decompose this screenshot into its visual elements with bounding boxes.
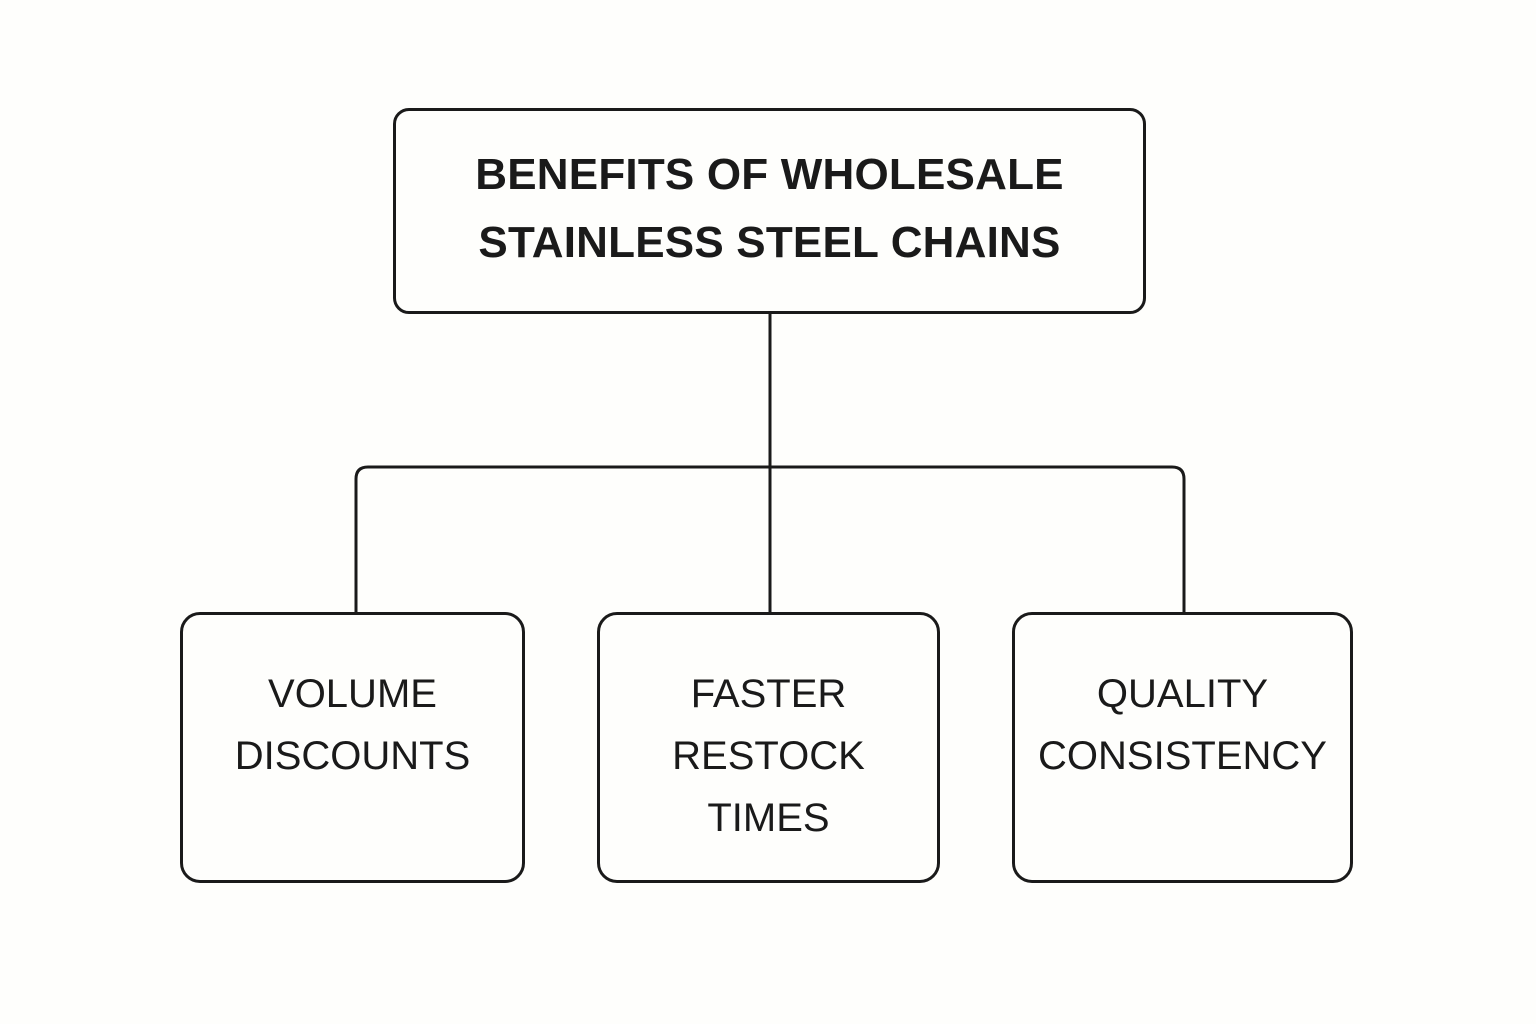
connector-bus-right	[770, 465, 1186, 612]
child-node-label-volume-discounts: VOLUME DISCOUNTS	[234, 672, 471, 778]
child-node-label-faster-restock-times: FASTER RESTOCK TIMES	[672, 672, 865, 840]
child-node-label-quality-consistency: QUALITY CONSISTENCY	[1038, 672, 1327, 778]
child-node-volume-discounts[interactable]: VOLUME DISCOUNTS	[180, 612, 525, 883]
child-node-faster-restock-times[interactable]: FASTER RESTOCK TIMES	[597, 612, 940, 883]
root-node-benefits-of-wholesale-stainless-steel-chains[interactable]: BENEFITS OF WHOLESALE STAINLESS STEEL CH…	[393, 108, 1146, 314]
child-node-quality-consistency[interactable]: QUALITY CONSISTENCY	[1012, 612, 1353, 883]
connector-bus-left	[354, 465, 770, 612]
root-node-label: BENEFITS OF WHOLESALE STAINLESS STEEL CH…	[475, 150, 1064, 267]
